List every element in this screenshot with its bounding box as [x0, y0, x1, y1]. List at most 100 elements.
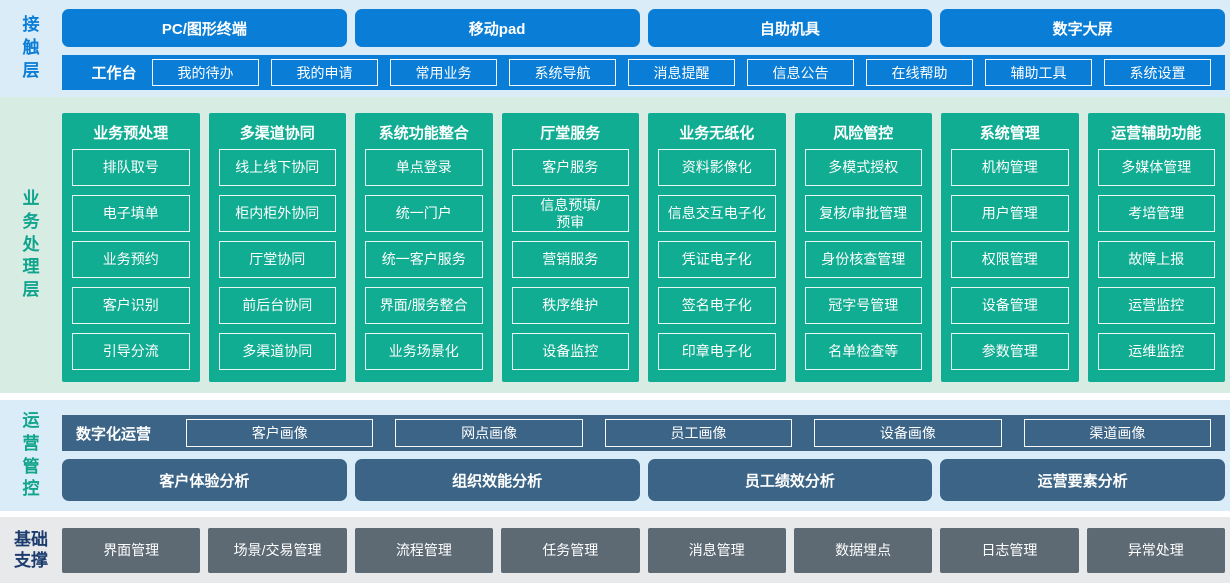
- column-title: 业务预处理: [93, 125, 169, 142]
- business-item: 信息交互电子化: [658, 195, 776, 232]
- workbench-bar: 工作台 我的待办 我的申请 常用业务 系统导航 消息提醒 信息公告 在线帮助 辅…: [62, 55, 1225, 90]
- business-item: 统一客户服务: [365, 241, 483, 278]
- workbench-chip-reminders: 消息提醒: [628, 59, 735, 86]
- business-layer-label: 业务处理层: [22, 188, 40, 300]
- operations-layer-band: 运营管控 数字化运营 客户画像 网点画像 员工画像 设备画像 渠道画像 客户体验…: [0, 400, 1230, 511]
- digital-ops-bar: 数字化运营 客户画像 网点画像 员工画像 设备画像 渠道画像: [62, 415, 1225, 451]
- foundation-scene-txn-mgmt: 场景/交易管理: [208, 527, 347, 573]
- business-item: 客户服务: [511, 149, 629, 186]
- portrait-chip-row: 客户画像 网点画像 员工画像 设备画像 渠道画像: [186, 419, 1212, 447]
- terminal-mobile-pad: 移动pad: [354, 9, 640, 47]
- workbench-chip-online-help: 在线帮助: [866, 59, 973, 86]
- business-item: 身份核查管理: [804, 241, 922, 278]
- business-item: 印章电子化: [658, 333, 776, 370]
- business-item: 客户识别: [72, 287, 190, 324]
- column-items: 线上线下协同 柜内柜外协同 厅堂协同 前后台协同 多渠道协同: [218, 149, 336, 370]
- business-item: 单点登录: [365, 149, 483, 186]
- business-item: 故障上报: [1097, 241, 1215, 278]
- terminal-self-service: 自助机具: [647, 9, 933, 47]
- business-item: 电子填单: [72, 195, 190, 232]
- business-item: 业务场景化: [365, 333, 483, 370]
- analysis-customer-experience: 客户体验分析: [62, 459, 347, 501]
- business-item: 排队取号: [72, 149, 190, 186]
- contact-layer-band: 接触层 PC/图形终端 移动pad 自助机具 数字大屏 工作台 我的待办 我的申…: [0, 0, 1230, 97]
- workbench-chip-row: 我的待办 我的申请 常用业务 系统导航 消息提醒 信息公告 在线帮助 辅助工具 …: [152, 59, 1211, 86]
- business-item: 设备管理: [951, 287, 1069, 324]
- foundation-log-mgmt: 日志管理: [940, 527, 1079, 573]
- workbench-chip-applications: 我的申请: [271, 59, 378, 86]
- business-column-preprocess: 业务预处理 排队取号 电子填单 业务预约 客户识别 引导分流: [62, 113, 200, 382]
- column-items: 多模式授权 复核/审批管理 身份核查管理 冠字号管理 名单检查等: [804, 149, 922, 370]
- band-separator: [0, 393, 1230, 400]
- analysis-row: 客户体验分析 组织效能分析 员工绩效分析 运营要素分析: [62, 459, 1225, 501]
- foundation-layer-label: 基础支撑: [14, 529, 48, 570]
- portrait-chip-device: 设备画像: [814, 419, 1002, 447]
- business-item: 营销服务: [511, 241, 629, 278]
- column-items: 单点登录 统一门户 统一客户服务 界面/服务整合 业务场景化: [365, 149, 483, 370]
- contact-layer-label: 接触层: [22, 15, 40, 80]
- column-title: 风险管控: [833, 125, 894, 142]
- foundation-ui-mgmt: 界面管理: [62, 527, 201, 573]
- foundation-process-mgmt: 流程管理: [354, 527, 494, 573]
- operations-layer-label: 运营管控: [22, 410, 40, 499]
- business-item: 运维监控: [1097, 333, 1215, 370]
- column-items: 资料影像化 信息交互电子化 凭证电子化 签名电子化 印章电子化: [658, 149, 776, 370]
- operations-layer-content: 数字化运营 客户画像 网点画像 员工画像 设备画像 渠道画像 客户体验分析 组织…: [62, 400, 1225, 511]
- portrait-chip-customer: 客户画像: [186, 419, 374, 447]
- business-item: 线上线下协同: [218, 149, 336, 186]
- portrait-chip-branch: 网点画像: [395, 419, 583, 447]
- contact-layer-rail: 接触层: [0, 0, 62, 97]
- business-item: 界面/服务整合: [365, 287, 483, 324]
- foundation-layer-band: 基础支撑 界面管理 场景/交易管理 流程管理 任务管理 消息管理 数据埋点 日志…: [0, 517, 1230, 583]
- business-item: 签名电子化: [658, 287, 776, 324]
- column-items: 多媒体管理 考培管理 故障上报 运营监控 运维监控: [1097, 149, 1215, 370]
- workbench-chip-settings: 系统设置: [1104, 59, 1211, 86]
- column-title: 厅堂服务: [540, 125, 601, 142]
- business-column-ops-support: 运营辅助功能 多媒体管理 考培管理 故障上报 运营监控 运维监控: [1087, 113, 1225, 382]
- column-items: 客户服务 信息预填/ 预审 营销服务 秩序维护 设备监控: [511, 149, 629, 370]
- foundation-message-mgmt: 消息管理: [647, 527, 786, 573]
- business-item: 业务预约: [72, 241, 190, 278]
- workbench-chip-announcements: 信息公告: [747, 59, 854, 86]
- business-item: 凭证电子化: [658, 241, 776, 278]
- workbench-chip-navigation: 系统导航: [509, 59, 616, 86]
- business-column-hall-service: 厅堂服务 客户服务 信息预填/ 预审 营销服务 秩序维护 设备监控: [501, 113, 639, 382]
- business-layer-band: 业务处理层 业务预处理 排队取号 电子填单 业务预约 客户识别 引导分流 多渠道…: [0, 97, 1230, 393]
- portrait-chip-channel: 渠道画像: [1023, 419, 1212, 447]
- workbench-chip-common-business: 常用业务: [390, 59, 497, 86]
- business-item: 用户管理: [951, 195, 1069, 232]
- business-item: 设备监控: [511, 333, 629, 370]
- business-item: 多模式授权: [804, 149, 922, 186]
- business-item: 引导分流: [72, 333, 190, 370]
- business-item: 厅堂协同: [218, 241, 336, 278]
- column-items: 机构管理 用户管理 权限管理 设备管理 参数管理: [951, 149, 1069, 370]
- business-item: 多渠道协同: [218, 333, 336, 370]
- foundation-data-tracking: 数据埋点: [793, 527, 933, 573]
- business-column-integration: 系统功能整合 单点登录 统一门户 统一客户服务 界面/服务整合 业务场景化: [355, 113, 493, 382]
- portrait-chip-employee: 员工画像: [604, 419, 793, 447]
- digital-ops-label: 数字化运营: [76, 425, 152, 443]
- business-item: 前后台协同: [218, 287, 336, 324]
- column-title: 系统功能整合: [378, 125, 469, 142]
- business-item: 信息预填/ 预审: [511, 195, 629, 232]
- terminal-pc: PC/图形终端: [62, 9, 347, 47]
- workbench-label: 工作台: [91, 65, 137, 82]
- business-column-risk-control: 风险管控 多模式授权 复核/审批管理 身份核查管理 冠字号管理 名单检查等: [794, 113, 932, 382]
- foundation-row: 界面管理 场景/交易管理 流程管理 任务管理 消息管理 数据埋点 日志管理 异常…: [62, 517, 1225, 583]
- workbench-chip-tools: 辅助工具: [985, 59, 1092, 86]
- column-items: 排队取号 电子填单 业务预约 客户识别 引导分流: [72, 149, 190, 370]
- business-columns: 业务预处理 排队取号 电子填单 业务预约 客户识别 引导分流 多渠道协同 线上线…: [62, 97, 1225, 393]
- business-item: 统一门户: [365, 195, 483, 232]
- analysis-employee-performance: 员工绩效分析: [647, 459, 933, 501]
- column-title: 多渠道协同: [239, 125, 315, 142]
- business-column-paperless: 业务无纸化 资料影像化 信息交互电子化 凭证电子化 签名电子化 印章电子化: [648, 113, 786, 382]
- column-title: 系统管理: [979, 125, 1040, 142]
- business-item: 冠字号管理: [804, 287, 922, 324]
- business-column-multichannel: 多渠道协同 线上线下协同 柜内柜外协同 厅堂协同 前后台协同 多渠道协同: [208, 113, 346, 382]
- analysis-org-efficiency: 组织效能分析: [354, 459, 640, 501]
- business-item: 考培管理: [1097, 195, 1215, 232]
- terminal-row: PC/图形终端 移动pad 自助机具 数字大屏: [62, 9, 1225, 47]
- business-column-system-mgmt: 系统管理 机构管理 用户管理 权限管理 设备管理 参数管理: [941, 113, 1079, 382]
- analysis-ops-elements: 运营要素分析: [940, 459, 1225, 501]
